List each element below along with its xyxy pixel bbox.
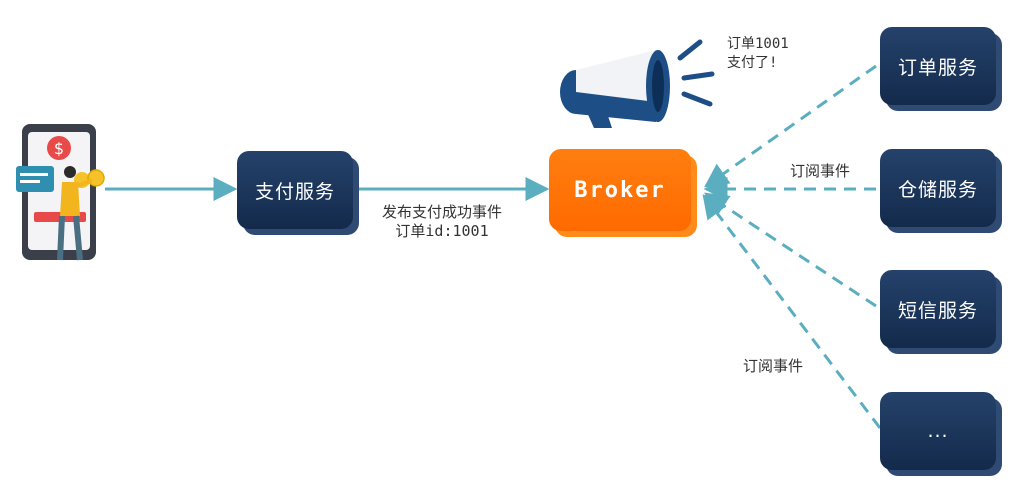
pay-service-node: 支付服务 xyxy=(237,151,359,235)
subscribe-label-bottom: 订阅事件 xyxy=(743,357,804,375)
sms-service-label: 短信服务 xyxy=(880,270,996,348)
publish-event-label: 发布支付成功事件 订单id:1001 xyxy=(382,203,502,241)
phone-payment-user-icon: $ xyxy=(16,124,105,261)
broker-label: Broker xyxy=(549,149,691,231)
storage-service-label: 仓储服务 xyxy=(880,149,996,227)
subscribe-label-top: 订阅事件 xyxy=(790,162,851,180)
order-service-label: 订单服务 xyxy=(880,27,996,105)
svg-text:$: $ xyxy=(54,139,64,158)
megaphone-icon xyxy=(560,39,715,128)
pay-service-label: 支付服务 xyxy=(237,151,353,229)
announce-line2: 支付了! xyxy=(727,55,778,71)
storage-service-node: 仓储服务 xyxy=(880,149,1002,233)
broker-node: Broker xyxy=(549,149,697,237)
order-subscribe-arrow xyxy=(704,64,877,188)
publish-event-line1: 发布支付成功事件 xyxy=(382,203,503,221)
announce-label: 订单1001 支付了! xyxy=(727,35,789,73)
more-services-label: ... xyxy=(880,392,996,470)
publish-event-line2: 订单id:1001 xyxy=(395,222,489,240)
sms-service-node: 短信服务 xyxy=(880,270,1002,354)
announce-line1: 订单1001 xyxy=(727,36,789,52)
more-subscribe-arrow xyxy=(702,194,882,429)
sms-subscribe-arrow xyxy=(703,192,877,308)
more-services-node: ... xyxy=(880,392,1002,476)
order-service-node: 订单服务 xyxy=(880,27,1002,111)
